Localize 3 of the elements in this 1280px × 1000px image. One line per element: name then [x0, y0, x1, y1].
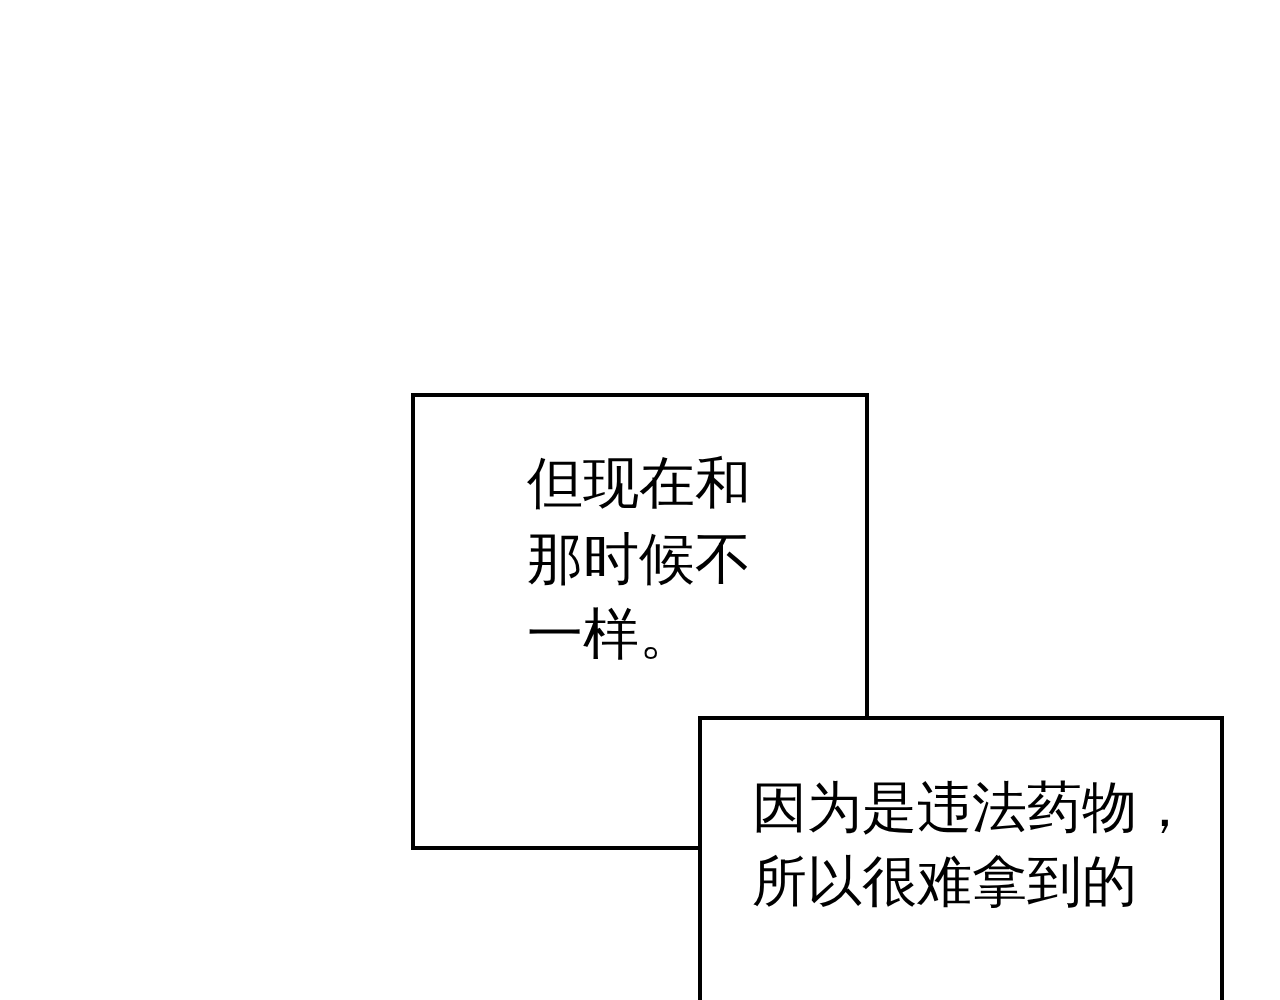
caption-box — [698, 716, 1224, 1000]
caption-text: 因为是违法药物，所以很难拿到的 — [752, 774, 1193, 916]
caption-text: 但现在和那时候不一样。 — [527, 449, 752, 669]
